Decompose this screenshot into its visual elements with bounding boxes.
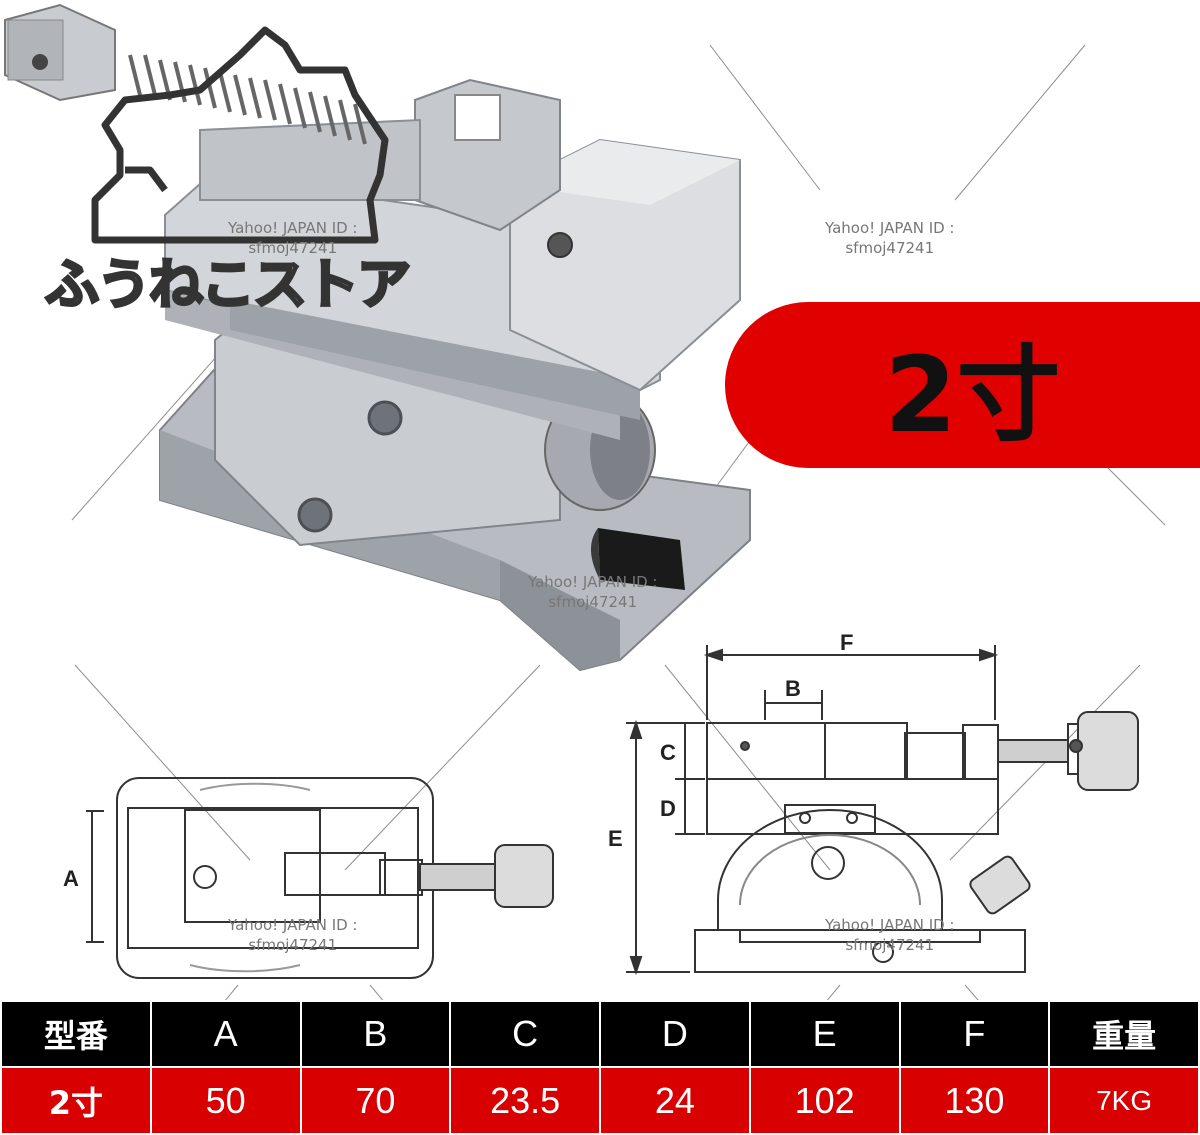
watermark-line2: sfmoj47241 bbox=[248, 239, 338, 257]
watermark-line1: Yahoo! JAPAN ID : bbox=[528, 573, 658, 591]
vise-photo bbox=[4, 3, 751, 672]
dimension-label-e: E bbox=[608, 826, 623, 851]
spec-header-cell: E bbox=[748, 1000, 901, 1068]
dimension-label-c: C bbox=[660, 740, 676, 765]
spec-header-cell: B bbox=[299, 1000, 452, 1068]
watermark-line1: Yahoo! JAPAN ID : bbox=[825, 916, 955, 934]
watermark: Yahoo! JAPAN ID : sfmoj47241 bbox=[825, 218, 955, 258]
brand-logo-text: ふうねこストア bbox=[44, 252, 413, 318]
spec-value-cell: 23.5 bbox=[449, 1066, 601, 1135]
dimension-label-f: F bbox=[840, 630, 854, 655]
watermark-line1: Yahoo! JAPAN ID : bbox=[825, 219, 955, 237]
watermark: Yahoo! JAPAN ID : sfmoj47241 bbox=[228, 218, 358, 258]
watermark-line2: sfmoj47241 bbox=[845, 936, 935, 954]
dimension-label-b: B bbox=[785, 676, 801, 701]
spec-header-cell: 型番 bbox=[0, 1000, 152, 1068]
spec-header-row: 型番 A B C D E F 重量 bbox=[0, 1000, 1200, 1068]
product-illustration bbox=[4, 3, 1166, 1130]
watermark-line2: sfmoj47241 bbox=[248, 936, 338, 954]
watermark-line2: sfmoj47241 bbox=[845, 239, 935, 257]
spec-value-cell: 2寸 bbox=[0, 1066, 152, 1135]
spec-value-cell: 130 bbox=[898, 1066, 1051, 1135]
spec-value-row: 2寸 50 70 23.5 24 102 130 7KG bbox=[0, 1066, 1200, 1135]
watermark: Yahoo! JAPAN ID : sfmoj47241 bbox=[528, 572, 658, 612]
dimension-label-a: A bbox=[63, 866, 79, 891]
size-badge: 2寸 bbox=[725, 302, 1200, 468]
watermark: Yahoo! JAPAN ID : sfmoj47241 bbox=[228, 915, 358, 955]
watermark-line1: Yahoo! JAPAN ID : bbox=[228, 219, 358, 237]
spec-value-cell: 70 bbox=[299, 1066, 452, 1135]
spec-value-cell: 24 bbox=[599, 1066, 751, 1135]
spec-value-cell: 102 bbox=[748, 1066, 901, 1135]
spec-header-cell: 重量 bbox=[1048, 1000, 1200, 1068]
spec-table: 型番 A B C D E F 重量 2寸 50 70 23.5 24 102 1… bbox=[0, 1000, 1200, 1135]
product-image-area: ふうねこストア Yahoo! JAPAN ID : sfmoj47241 Yah… bbox=[4, 3, 1200, 1130]
brand-logo bbox=[91, 26, 389, 244]
spec-value-cell: 7KG bbox=[1048, 1066, 1200, 1135]
spec-header-cell: F bbox=[898, 1000, 1051, 1068]
spec-header-cell: A bbox=[149, 1000, 302, 1068]
watermark-line1: Yahoo! JAPAN ID : bbox=[228, 916, 358, 934]
spec-value-cell: 50 bbox=[149, 1066, 302, 1135]
watermark: Yahoo! JAPAN ID : sfmoj47241 bbox=[825, 915, 955, 955]
dimension-label-d: D bbox=[660, 796, 676, 821]
spec-header-cell: D bbox=[599, 1000, 751, 1068]
watermark-line2: sfmoj47241 bbox=[548, 593, 638, 611]
size-badge-text: 2寸 bbox=[884, 333, 1061, 456]
side-view-drawing bbox=[626, 645, 1139, 976]
spec-header-cell: C bbox=[449, 1000, 601, 1068]
top-view-drawing bbox=[86, 777, 554, 979]
